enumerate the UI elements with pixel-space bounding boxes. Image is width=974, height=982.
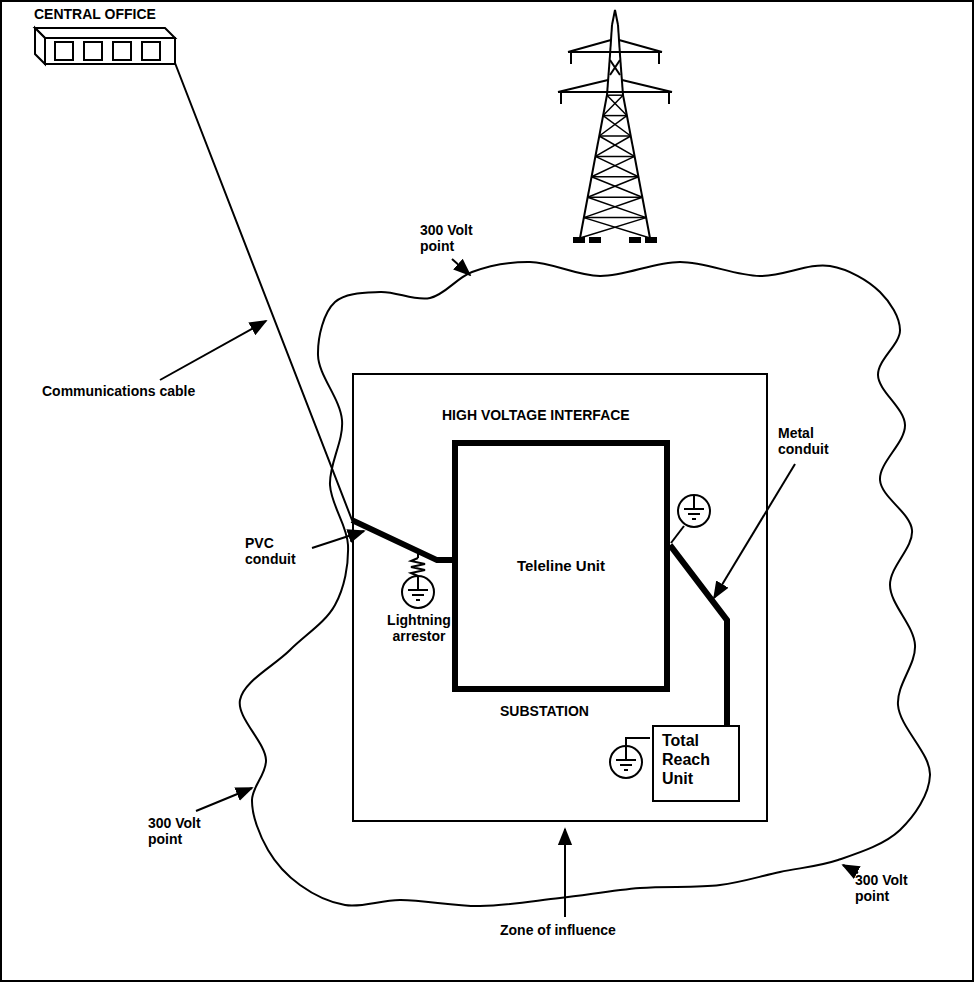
tower-brace xyxy=(592,156,635,176)
ground-wire xyxy=(626,738,650,746)
connector-group xyxy=(670,545,727,725)
communications-cable xyxy=(175,63,452,560)
leader-arrow xyxy=(160,321,266,380)
tower-brace xyxy=(595,136,630,156)
tower-brace xyxy=(584,218,650,238)
central-office: CENTRAL OFFICE xyxy=(34,6,178,66)
tower-brace xyxy=(607,94,623,96)
leader-arrow xyxy=(452,259,470,275)
ground-symbol xyxy=(678,495,710,527)
connector-group xyxy=(175,63,452,560)
central-office-icon xyxy=(35,28,175,64)
teleline-box: Teleline Unit xyxy=(452,440,670,692)
tower-brace xyxy=(588,177,639,197)
leader-arrow xyxy=(196,788,252,811)
ground-symbol xyxy=(402,576,434,608)
leader-arrows xyxy=(160,259,858,917)
office-window xyxy=(113,42,131,60)
tower-brace xyxy=(584,197,642,217)
callout-label: Communications cable xyxy=(42,383,195,399)
office-side xyxy=(35,28,45,64)
tower-brace xyxy=(595,156,634,158)
callout-label: Lightning arrestor xyxy=(378,612,460,644)
tower-brace xyxy=(592,176,639,178)
ground-symbol xyxy=(610,746,642,778)
office-front xyxy=(45,38,175,64)
office-roof xyxy=(35,28,175,38)
total-reach-unit: Total Reach Unit xyxy=(652,725,740,802)
leader-arrow xyxy=(843,865,858,873)
node-label: Total Reach Unit xyxy=(662,731,730,789)
pvc-conduit xyxy=(352,520,452,560)
callout-label: 300 Volt point xyxy=(148,815,218,847)
tower-brace xyxy=(580,218,646,238)
tower-brace xyxy=(599,136,634,156)
tower-brace xyxy=(603,116,631,136)
callout-label: Zone of influence xyxy=(500,922,616,938)
callout-label: Metal conduit xyxy=(778,425,844,457)
node-heading: HIGH VOLTAGE INTERFACE xyxy=(442,407,670,423)
transmission-tower xyxy=(558,10,672,242)
metal-conduit xyxy=(670,545,727,725)
tower-brace xyxy=(588,197,646,217)
tower-brace xyxy=(603,95,623,115)
tower-brace xyxy=(592,177,643,197)
tower-brace xyxy=(599,116,627,136)
node-heading: CENTRAL OFFICE xyxy=(34,6,178,22)
substation-box: SUBSTATION HIGH VOLTAGE INTERFACE Teleline… xyxy=(352,373,768,822)
leader-arrow xyxy=(564,829,566,917)
node-label: Teleline Unit xyxy=(517,557,605,574)
office-window xyxy=(142,42,160,60)
office-window xyxy=(84,42,102,60)
tower-brace xyxy=(603,115,627,117)
teleline-unit: HIGH VOLTAGE INTERFACE Teleline Unit xyxy=(442,407,670,692)
leader-arrow xyxy=(312,531,364,548)
leader-arrow xyxy=(714,464,795,598)
zone-of-influence-outline xyxy=(240,262,930,906)
node-label: SUBSTATION xyxy=(500,703,589,719)
callout-label: 300 Volt point xyxy=(420,222,490,254)
tower-brace xyxy=(584,217,646,219)
office-window xyxy=(55,42,73,60)
callout-label: 300 Volt point xyxy=(855,872,925,904)
tower-brace xyxy=(595,156,638,176)
ground-wire xyxy=(671,526,684,543)
callout-label: PVC conduit xyxy=(245,535,311,567)
tower-brace xyxy=(599,135,630,137)
tower-brace xyxy=(607,95,627,115)
tower-brace xyxy=(588,196,643,198)
